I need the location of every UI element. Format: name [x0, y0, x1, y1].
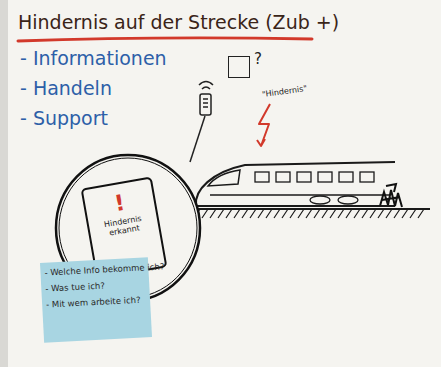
phone-icon [199, 82, 213, 116]
person-box: ? [228, 56, 250, 78]
track [190, 209, 430, 218]
obstacle-scribble [380, 184, 402, 207]
phone-leader-line [190, 116, 205, 162]
page-title: Hindernis auf der Strecke (Zub +) [18, 12, 339, 33]
paper-edge [0, 0, 8, 367]
topic-item: - Support [20, 108, 108, 129]
node-text: Hindernis erkannt [100, 214, 147, 240]
lightning-symbol [257, 104, 270, 146]
node-text: ! [112, 190, 126, 217]
sticky-note: - Welche Info bekomme ich?- Was tue ich?… [40, 257, 152, 343]
topic-item: - Informationen [20, 48, 167, 69]
node-text: - Welche Info bekomme ich? [44, 263, 144, 278]
node-text: - Was tue ich? [45, 279, 145, 294]
title-underline [18, 38, 312, 41]
topic-item: - Handeln [20, 78, 112, 99]
node-text: - Mit wem arbeite ich? [46, 295, 146, 310]
node-text: ? [254, 51, 262, 68]
train [196, 162, 395, 206]
